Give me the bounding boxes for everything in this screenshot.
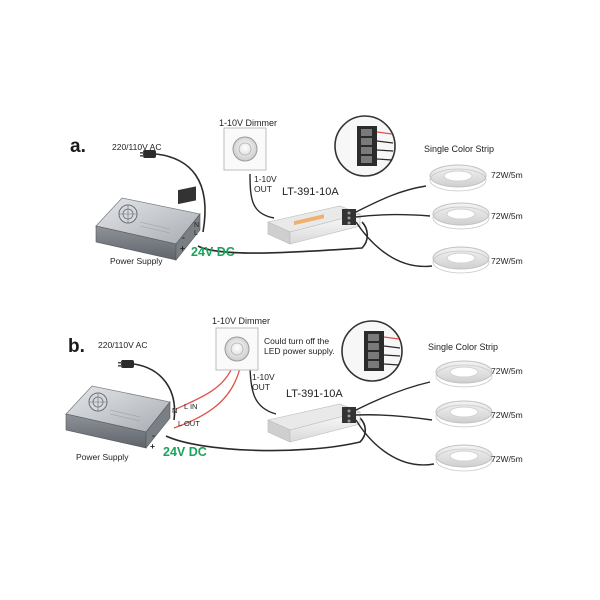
terminal-zoom-icon [341, 320, 403, 382]
section-b [65, 320, 493, 472]
dc-label: 24V DC [191, 245, 235, 259]
strip-rating: 72W/5m [491, 410, 523, 420]
power-supply-icon [65, 385, 171, 449]
psu-n-label: N [172, 406, 178, 415]
strip-label: Single Color Strip [428, 342, 499, 352]
ac-label: 220/110V AC [98, 340, 148, 350]
led-strip-reel-icon [435, 360, 493, 388]
ac-cable [133, 363, 176, 421]
strip-wire-a1 [355, 185, 427, 213]
l-in-wire [173, 367, 233, 411]
minus-sign: - [182, 232, 185, 242]
psu-l-label: L [194, 230, 198, 237]
dimmer-out-line1: 1-10V [254, 174, 277, 184]
led-strip-reel-icon [432, 246, 490, 274]
strip-rating: 72W/5m [491, 366, 523, 376]
dimmer-out-label: 1-10V OUT [252, 372, 275, 392]
dimmer-out-line2: OUT [252, 382, 270, 392]
minus-sign: - [152, 430, 155, 440]
dc-wire-a [197, 221, 369, 254]
strip-label: Single Color Strip [424, 144, 495, 154]
dimmer-out-line2: OUT [254, 184, 272, 194]
strip-wire-b2 [355, 414, 433, 421]
strip-rating: 72W/5m [491, 454, 523, 464]
ac-label: 220/110V AC [112, 142, 162, 152]
controller-label: LT-391-10A [282, 186, 339, 198]
power-supply-icon [95, 186, 201, 261]
led-strip-reel-icon [435, 444, 493, 472]
section-a-label: a. [70, 136, 86, 157]
strip-wire-b3 [355, 419, 435, 466]
dimmer-wire-a [249, 173, 275, 219]
power-supply-label: Power Supply [110, 256, 163, 266]
dimmer-icon [223, 127, 267, 171]
l-out-label: L OUT [178, 419, 200, 428]
section-b-label: b. [68, 336, 85, 357]
dimmer-note: Could turn off the LED power supply. [264, 336, 335, 356]
ac-plug-icon [118, 360, 134, 368]
dimmer-note-line2: LED power supply. [264, 346, 335, 356]
controller-label: LT-391-10A [286, 388, 343, 400]
l-in-label: L IN [184, 402, 198, 411]
plus-sign: + [180, 243, 185, 253]
led-strip-reel-icon [435, 400, 493, 428]
dimmer-out-line1: 1-10V [252, 372, 275, 382]
dimmer-note-line1: Could turn off the [264, 336, 330, 346]
dc-label: 24V DC [163, 445, 207, 459]
dc-wire-b [165, 417, 367, 452]
strip-wire-b1 [355, 381, 431, 411]
dimmer-out-label: 1-10V OUT [254, 174, 277, 194]
controller-icon [267, 403, 361, 443]
dimmer-label: 1-10V Dimmer [219, 118, 278, 128]
l-out-wire [173, 367, 241, 429]
power-supply-label: Power Supply [76, 452, 129, 462]
dimmer-icon [215, 327, 259, 371]
ac-plug-icon [140, 150, 156, 158]
plus-sign: + [150, 441, 155, 451]
ac-cable [155, 153, 206, 233]
led-strip-reel-icon [429, 164, 487, 192]
psu-n-label: N [194, 222, 200, 229]
dimmer-label: 1-10V Dimmer [212, 316, 271, 326]
strip-rating: 72W/5m [491, 170, 523, 180]
led-strip-reel-icon [432, 202, 490, 230]
terminal-zoom-icon [334, 115, 396, 177]
controller-icon [267, 205, 361, 245]
strip-wire-a3 [355, 221, 433, 268]
strip-rating: 72W/5m [491, 211, 523, 221]
section-a [95, 115, 490, 274]
strip-wire-a2 [355, 213, 431, 218]
strip-rating: 72W/5m [491, 256, 523, 266]
